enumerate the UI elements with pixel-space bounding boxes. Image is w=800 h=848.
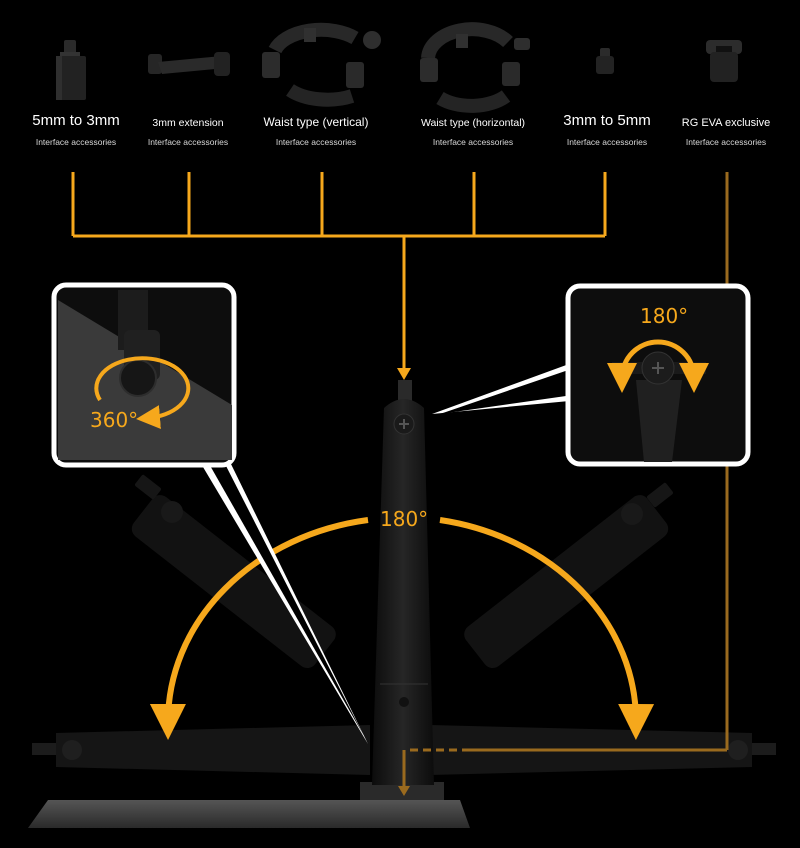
accessory-subtitle: Interface accessories xyxy=(275,137,357,147)
base-plate xyxy=(28,800,470,828)
connector-arrowhead xyxy=(397,368,411,380)
accessory-icon-rg-eva-exclusive xyxy=(706,40,742,82)
accessory-name: 3mm to 5mm xyxy=(563,112,651,129)
callout-head-tilt xyxy=(432,283,751,467)
accessory-name: 5mm to 3mm xyxy=(32,112,120,129)
accessory-icon-waist-vertical xyxy=(262,22,381,107)
accessory-icon-3mm-to-5mm xyxy=(596,48,614,74)
accessory-name: Waist type (vertical) xyxy=(263,115,369,129)
accessory-subtitle: Interface accessories xyxy=(35,137,117,147)
accessory-subtitle: Interface accessories xyxy=(566,137,648,147)
connector-tree xyxy=(71,172,607,372)
accessory-name: RG EVA exclusive xyxy=(681,117,771,129)
accessory-icon-3mm-extension xyxy=(148,52,230,76)
arm-sweep-arc-right xyxy=(439,517,655,740)
accessory-name: 3mm extension xyxy=(152,117,224,129)
head-tilt-label: 180° xyxy=(640,304,689,328)
arm-sweep-label: 180° xyxy=(380,507,429,531)
accessory-subtitle: Interface accessories xyxy=(432,137,514,147)
accessory-subtitle: Interface accessories xyxy=(685,137,767,147)
callout-base-swivel xyxy=(51,282,368,744)
arm-vertical-center xyxy=(372,380,434,785)
accessory-subtitle: Interface accessories xyxy=(147,137,229,147)
accessory-name: Waist type (horizontal) xyxy=(420,117,526,129)
arm-sweep-arc xyxy=(149,517,369,740)
exclusive-path xyxy=(402,172,729,790)
accessory-icon-waist-horizontal xyxy=(420,22,530,113)
accessory-icon-5mm-to-3mm xyxy=(56,40,86,100)
arm-horizontal-left xyxy=(32,725,370,775)
base-swivel-label: 360° xyxy=(90,408,139,432)
exclusive-path-arrowhead xyxy=(398,786,410,796)
arm-diagonal-right xyxy=(464,482,673,669)
